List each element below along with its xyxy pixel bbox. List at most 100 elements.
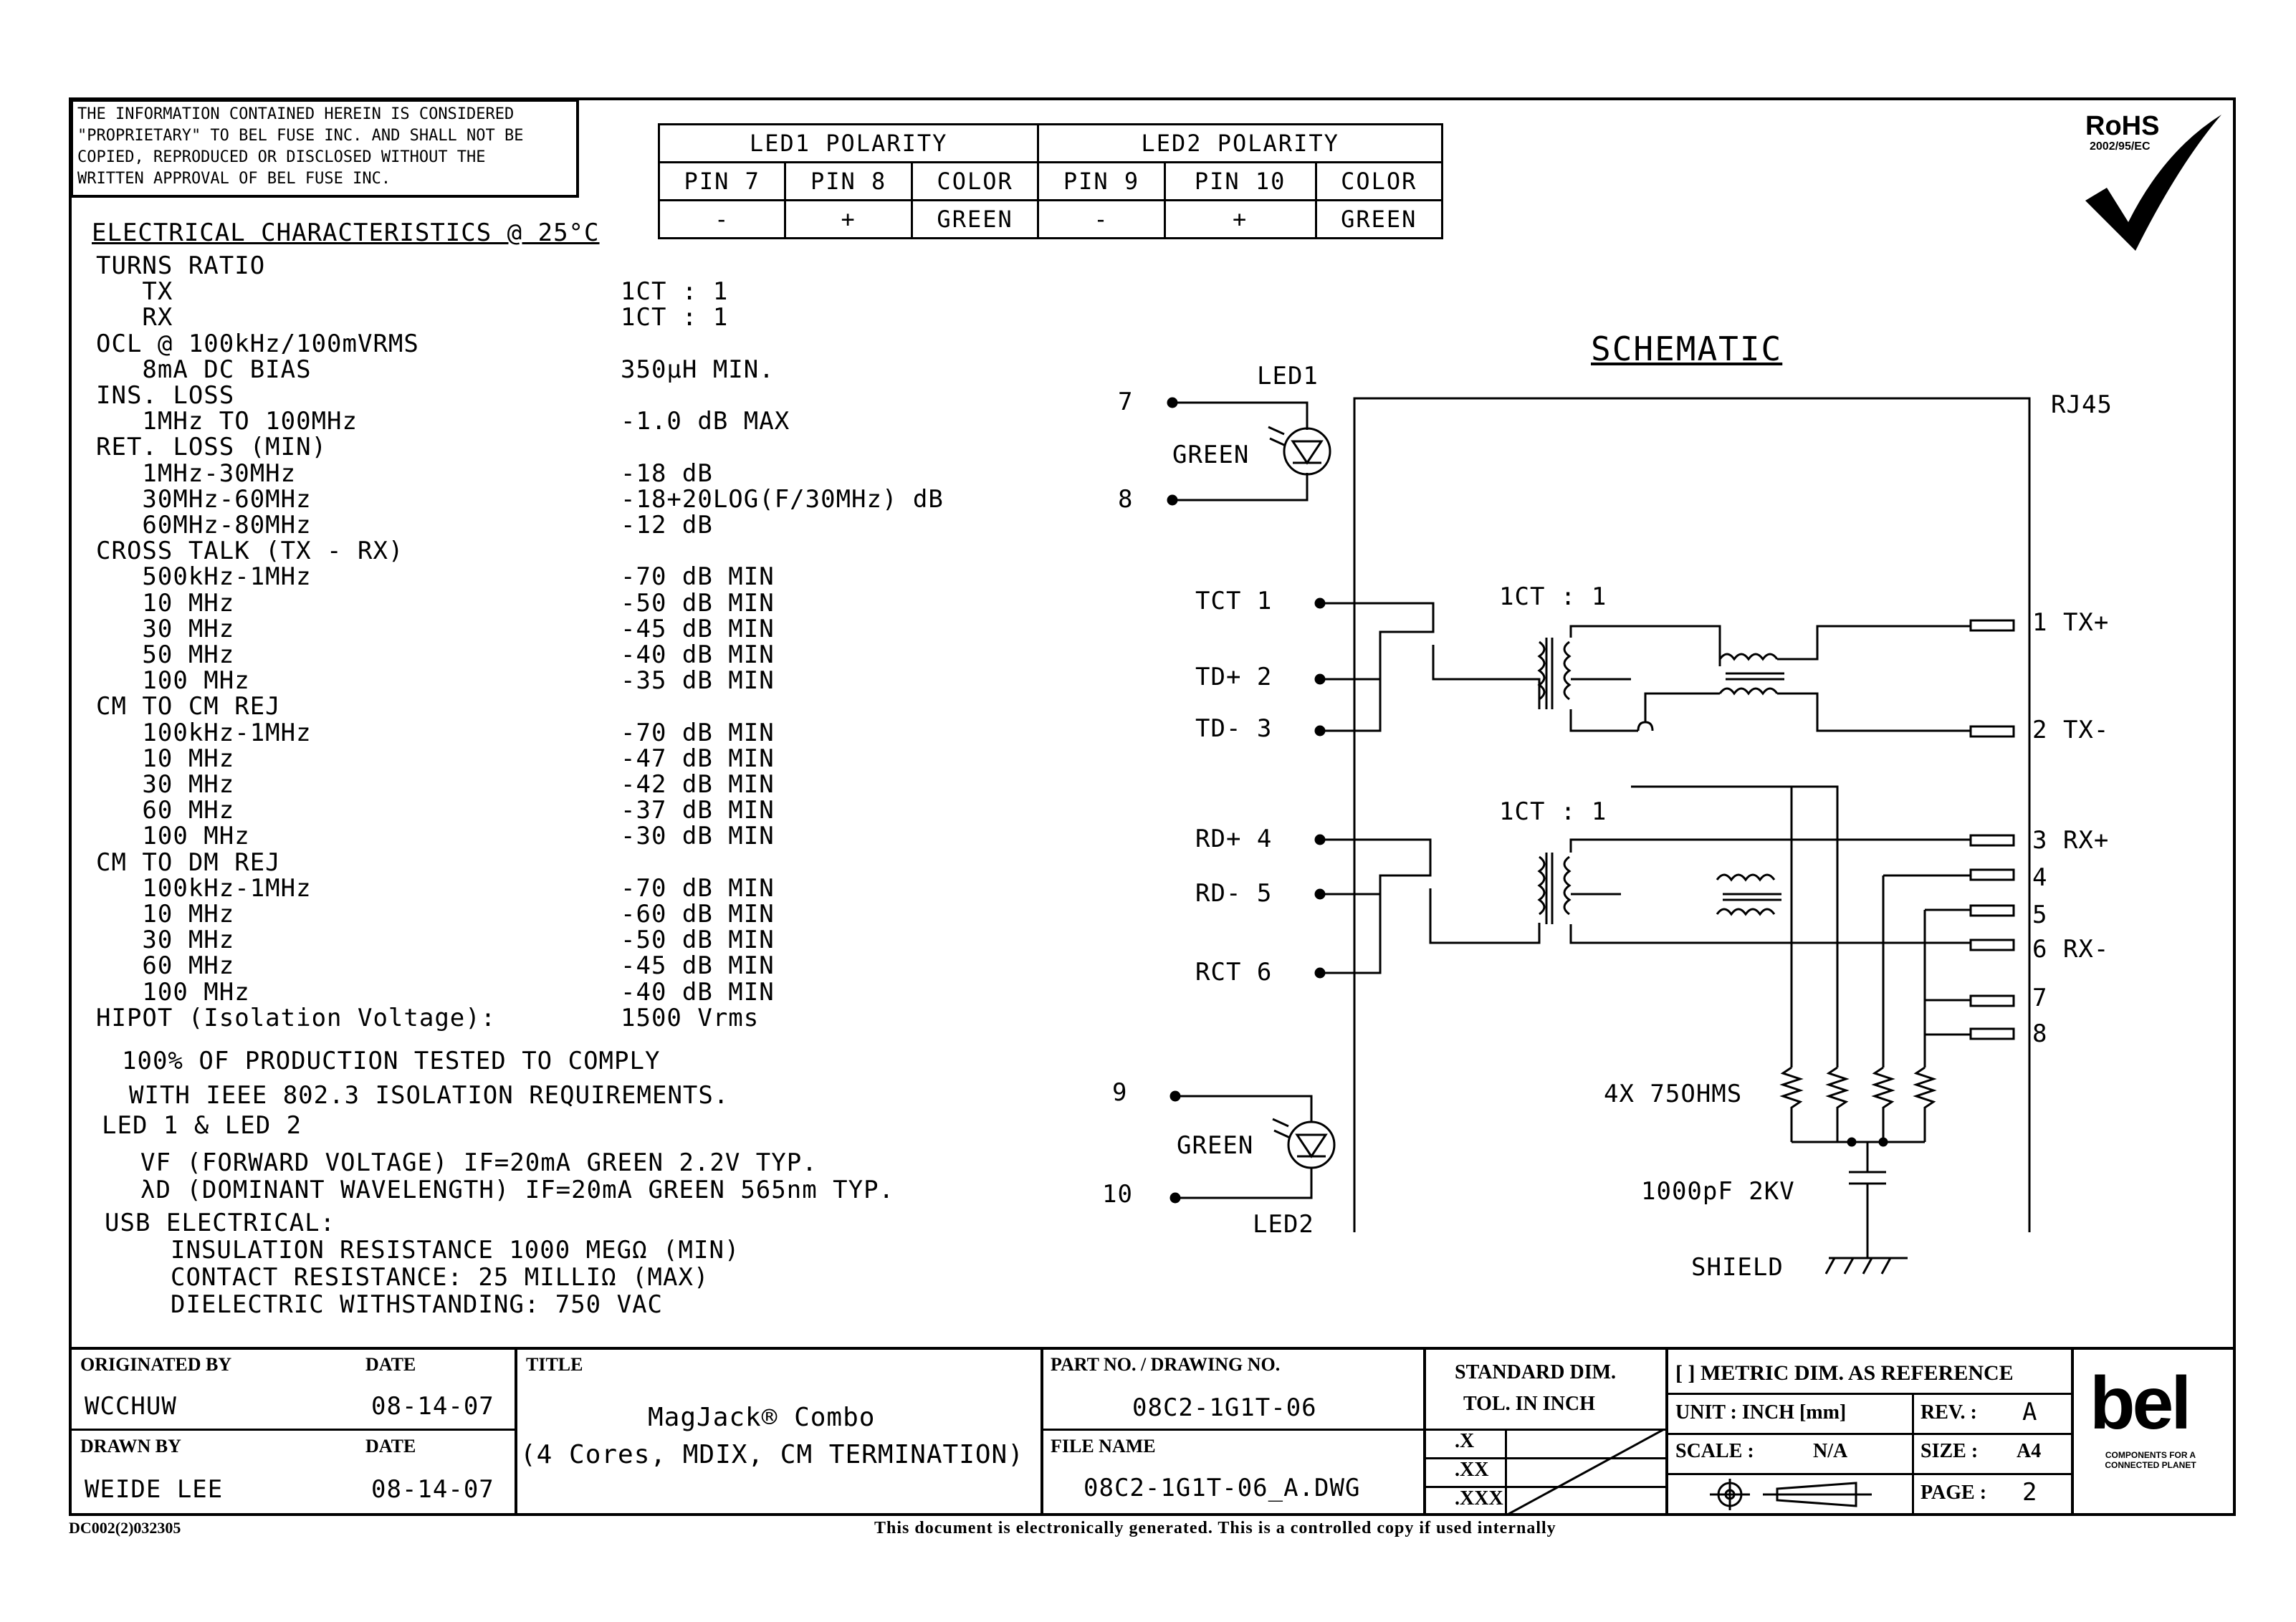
polarity-col: PIN 7	[657, 161, 787, 201]
spec-value: -18+20LOG(F/30MHz) dB	[621, 485, 944, 514]
spec-value: -47 dB MIN	[621, 744, 775, 773]
led2-polarity-header: LED2 POLARITY	[1037, 123, 1443, 163]
production-note-1: 100% OF PRODUCTION TESTED TO COMPLY	[122, 1047, 661, 1075]
projection-symbol-icon	[1710, 1479, 1872, 1510]
spec-name: INS. LOSS	[96, 381, 235, 410]
originated-date-label: DATE	[365, 1354, 416, 1375]
rohs-check-icon	[2085, 115, 2221, 251]
spec-value: -18 dB	[621, 459, 713, 488]
tx-ratio-label: 1CT : 1	[1499, 582, 1607, 611]
production-note-2: WITH IEEE 802.3 ISOLATION REQUIREMENTS.	[129, 1081, 730, 1110]
spec-name: HIPOT (Isolation Voltage):	[96, 1004, 497, 1032]
pin-td-minus-label: TD- 3	[1195, 714, 1273, 743]
titleblock-rule	[1041, 1429, 1423, 1431]
spec-value: 1CT : 1	[621, 277, 729, 306]
usb-insulation-resistance: INSULATION RESISTANCE 1000 MEGΩ (MIN)	[171, 1236, 740, 1265]
titleblock-divider	[1041, 1347, 1043, 1516]
spec-value: -40 dB MIN	[621, 978, 775, 1007]
disclaimer-box	[70, 99, 579, 198]
spec-value: -35 dB MIN	[621, 666, 775, 695]
polarity-col: PIN 9	[1037, 161, 1166, 201]
spec-name: 500kHz-1MHz	[96, 562, 312, 591]
rx-ratio-label: 1CT : 1	[1499, 797, 1607, 826]
title-label: TITLE	[526, 1354, 583, 1375]
disclaimer-line-2: "PROPRIETARY" TO BEL FUSE INC. AND SHALL…	[77, 127, 524, 145]
spec-value: 1CT : 1	[621, 303, 729, 332]
spec-value: -1.0 dB MAX	[621, 407, 790, 436]
titleblock-divider	[1912, 1393, 1914, 1516]
titleblock-divider	[1423, 1347, 1426, 1516]
spec-value: -70 dB MIN	[621, 562, 775, 591]
drawn-by-value: WEIDE LEE	[85, 1475, 224, 1504]
spec-name: 100 MHz	[96, 822, 250, 850]
spec-name: 8mA DC BIAS	[96, 355, 312, 384]
led1-color-label: GREEN	[1172, 441, 1250, 469]
spec-value: -12 dB	[621, 511, 713, 539]
drawing-border	[69, 97, 2236, 1516]
polarity-val: -	[1037, 199, 1166, 239]
spec-value: -45 dB MIN	[621, 951, 775, 980]
unit-label: UNIT : INCH [mm]	[1675, 1401, 1847, 1424]
titleblock-divider	[1665, 1347, 1668, 1516]
spec-name: 30 MHz	[96, 770, 235, 799]
spec-value: 350µH MIN.	[621, 355, 775, 384]
part-no-label: PART NO. / DRAWING NO.	[1051, 1354, 1281, 1375]
polarity-val: GREEN	[1314, 199, 1443, 239]
originated-by-value: WCCHUW	[85, 1392, 177, 1421]
part-no-value: 08C2-1G1T-06	[1132, 1393, 1317, 1422]
electrical-heading: ELECTRICAL CHARACTERISTICS @ 25°C	[92, 219, 600, 247]
led1-polarity-header: LED1 POLARITY	[657, 123, 1040, 163]
usb-electrical-heading: USB ELECTRICAL:	[105, 1209, 336, 1237]
spec-name: OCL @ 100kHz/100mVRMS	[96, 330, 419, 358]
tol-xxx: .XXX	[1455, 1487, 1503, 1510]
controlled-copy-note: This document is electronically generate…	[874, 1519, 1556, 1537]
led2-color-label: GREEN	[1177, 1131, 1254, 1160]
usb-dielectric-withstanding: DIELECTRIC WITHSTANDING: 750 VAC	[171, 1290, 664, 1319]
spec-name: 50 MHz	[96, 640, 235, 669]
disclaimer-line-4: WRITTEN APPROVAL OF BEL FUSE INC.	[77, 170, 391, 188]
titleblock-rule	[1423, 1429, 1665, 1431]
polarity-val: -	[657, 199, 787, 239]
spec-name: TURNS RATIO	[96, 251, 266, 280]
titleblock-rule	[1665, 1473, 2071, 1475]
size-label: SIZE :	[1920, 1440, 1979, 1462]
disclaimer-line-1: THE INFORMATION CONTAINED HEREIN IS CONS…	[77, 105, 515, 123]
rev-value: A	[2022, 1398, 2038, 1426]
spec-name: 1MHz TO 100MHz	[96, 407, 358, 436]
pin-rd-minus-label: RD- 5	[1195, 879, 1273, 908]
tol-x: .X	[1455, 1430, 1475, 1452]
titleblock-rule	[1423, 1486, 1665, 1488]
spec-name: TX	[96, 277, 173, 306]
spec-name: 10 MHz	[96, 900, 235, 928]
rohs-sub: 2002/95/EC	[2090, 140, 2151, 153]
spec-name: CM TO CM REJ	[96, 692, 281, 721]
rj45-pin-8-label: 8	[2032, 1019, 2048, 1048]
titleblock-rule	[1423, 1457, 1665, 1459]
pin-rct6-label: RCT 6	[1195, 958, 1273, 987]
led1-label: LED1	[1257, 362, 1319, 390]
originated-date-value: 08-14-07	[371, 1392, 494, 1421]
shield-label: SHIELD	[1691, 1253, 1784, 1282]
spec-name: 10 MHz	[96, 744, 235, 773]
drawn-date-value: 08-14-07	[371, 1475, 494, 1504]
led-polarity-table: LED1 POLARITY LED2 POLARITY PIN 7 PIN 8 …	[657, 123, 1443, 239]
file-name-value: 08C2-1G1T-06_A.DWG	[1084, 1474, 1361, 1502]
spec-name: RET. LOSS (MIN)	[96, 433, 327, 461]
spec-value: -42 dB MIN	[621, 770, 775, 799]
led-dominant-wavelength: λD (DOMINANT WAVELENGTH) IF=20mA GREEN 5…	[140, 1176, 895, 1204]
rj45-pin-1-label: 1 TX+	[2032, 608, 2110, 637]
document-code: DC002(2)032305	[69, 1519, 181, 1537]
polarity-val: GREEN	[910, 199, 1040, 239]
rj45-pin-4-label: 4	[2032, 863, 2048, 892]
spec-name: 30 MHz	[96, 615, 235, 643]
tol-xx: .XX	[1455, 1459, 1489, 1481]
titleblock-divider	[2071, 1347, 2074, 1516]
spec-name: 60MHz-80MHz	[96, 511, 312, 539]
scale-label: SCALE :	[1675, 1440, 1754, 1462]
spec-name: 100 MHz	[96, 978, 250, 1007]
rj45-pin-3-label: 3 RX+	[2032, 826, 2110, 855]
originated-by-label: ORIGINATED BY	[80, 1354, 232, 1375]
capacitor-label: 1000pF 2KV	[1641, 1177, 1795, 1206]
spec-value: -70 dB MIN	[621, 719, 775, 747]
